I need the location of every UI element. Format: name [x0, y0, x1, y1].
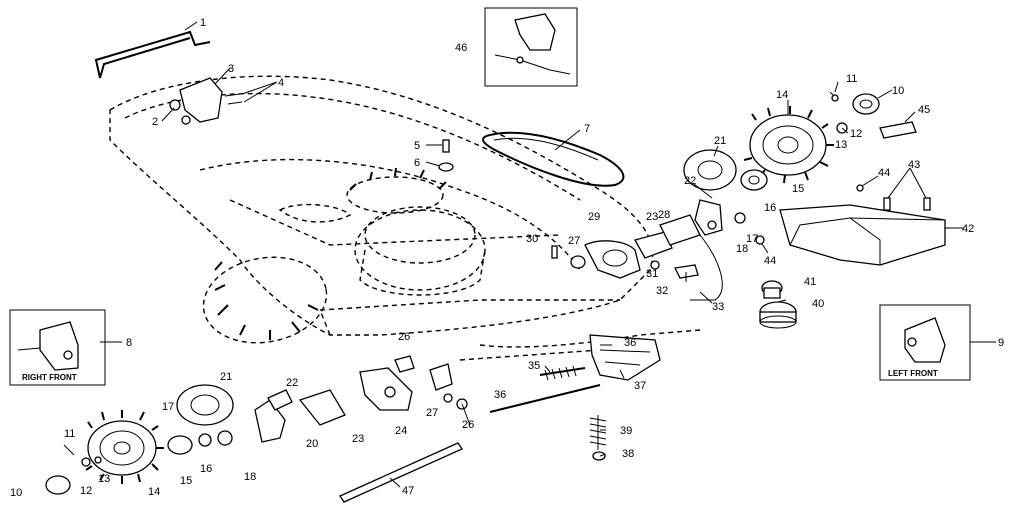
callout-38: 38 — [622, 448, 634, 460]
callout-37: 37 — [634, 380, 646, 392]
callout-20: 20 — [306, 438, 318, 450]
leader-lines — [100, 21, 996, 488]
callout-7: 7 — [584, 123, 590, 135]
callout-4: 4 — [278, 77, 284, 89]
callout-41: 41 — [804, 276, 816, 288]
callout-17-left: 17 — [162, 401, 174, 413]
callout-44-bottom: 44 — [764, 255, 776, 267]
callout-12-left: 12 — [80, 485, 92, 497]
callout-18-right: 18 — [736, 243, 748, 255]
callout-27-right: 27 — [568, 235, 580, 247]
callout-15-right: 15 — [792, 183, 804, 195]
callout-13-left: 13 — [98, 473, 110, 485]
handle-part — [94, 30, 211, 79]
callout-30: 30 — [526, 233, 538, 245]
callout-10-right: 10 — [892, 85, 904, 97]
callout-1: 1 — [200, 17, 206, 29]
callout-14-left: 14 — [148, 486, 160, 498]
centre-brackets — [551, 214, 723, 301]
callout-21-left: 21 — [220, 371, 232, 383]
axle-rod — [339, 442, 463, 503]
engine-housing — [278, 203, 486, 296]
callout-5: 5 — [414, 140, 420, 152]
callout-31: 31 — [646, 268, 658, 280]
callout-43: 43 — [908, 159, 920, 171]
callout-15-left: 15 — [180, 475, 192, 487]
callout-45: 45 — [918, 104, 930, 116]
left-wheel-assembly — [45, 355, 468, 495]
callout-13-right: 13 — [835, 139, 847, 151]
callout-22-left: 22 — [286, 377, 298, 389]
callout-11-right: 11 — [846, 73, 857, 85]
callout-32: 32 — [656, 285, 668, 297]
callout-27-left: 27 — [426, 407, 438, 419]
callout-6: 6 — [414, 157, 420, 169]
callout-labels: 1 2 3 4 5 6 7 8 9 10 11 12 13 14 15 16 1… — [10, 17, 1004, 499]
mower-deck — [109, 75, 701, 361]
callout-9: 9 — [998, 337, 1004, 349]
callout-39: 39 — [620, 425, 632, 437]
rear-discharge-chute — [779, 184, 946, 266]
callout-16-right: 16 — [764, 202, 776, 214]
bolt-set-5-6 — [438, 139, 454, 172]
callout-18-left: 18 — [244, 471, 256, 483]
height-adjust-linkage — [489, 334, 661, 461]
drive-belt — [482, 131, 625, 187]
callout-46: 46 — [455, 42, 467, 54]
callout-40: 40 — [812, 298, 824, 310]
callout-21-right: 21 — [714, 135, 726, 147]
right-wheel-assembly — [683, 91, 917, 245]
callout-12-right: 12 — [850, 128, 862, 140]
callout-29: 29 — [588, 211, 600, 223]
callout-10-left: 10 — [10, 487, 22, 499]
front-wheel-dashed — [346, 167, 447, 214]
callout-36-left: 36 — [494, 389, 506, 401]
callout-35: 35 — [528, 360, 540, 372]
callout-23-right: 23 — [646, 211, 658, 223]
inset-left-front-caption: LEFT FRONT — [888, 369, 938, 378]
inset-right-front: RIGHT FRONT — [9, 309, 106, 386]
callout-24: 24 — [395, 425, 407, 437]
callout-22-right: 22 — [684, 175, 696, 187]
callout-11-left: 11 — [64, 428, 75, 440]
callout-26-top: 26 — [398, 331, 410, 343]
callout-3: 3 — [228, 63, 234, 75]
rear-wheel-left — [202, 256, 328, 344]
spindle-assembly — [759, 280, 797, 329]
handle-bracket — [169, 77, 243, 125]
callout-28: 28 — [658, 209, 670, 221]
callout-26-bottom: 26 — [462, 419, 474, 431]
callout-14-right: 14 — [776, 89, 788, 101]
callout-2: 2 — [152, 116, 158, 128]
callout-23-left: 23 — [352, 433, 364, 445]
inset-right-front-caption: RIGHT FRONT — [22, 373, 77, 382]
callout-16-left: 16 — [200, 463, 212, 475]
callout-42: 42 — [962, 223, 974, 235]
callout-33: 33 — [712, 301, 724, 313]
inset-left-front: LEFT FRONT — [879, 304, 971, 381]
callout-44-top: 44 — [878, 167, 890, 179]
callout-36-top: 36 — [624, 337, 636, 349]
callout-17-right: 17 — [746, 233, 758, 245]
callout-47: 47 — [402, 485, 414, 497]
inset-top — [484, 7, 578, 87]
callout-8: 8 — [126, 337, 132, 349]
